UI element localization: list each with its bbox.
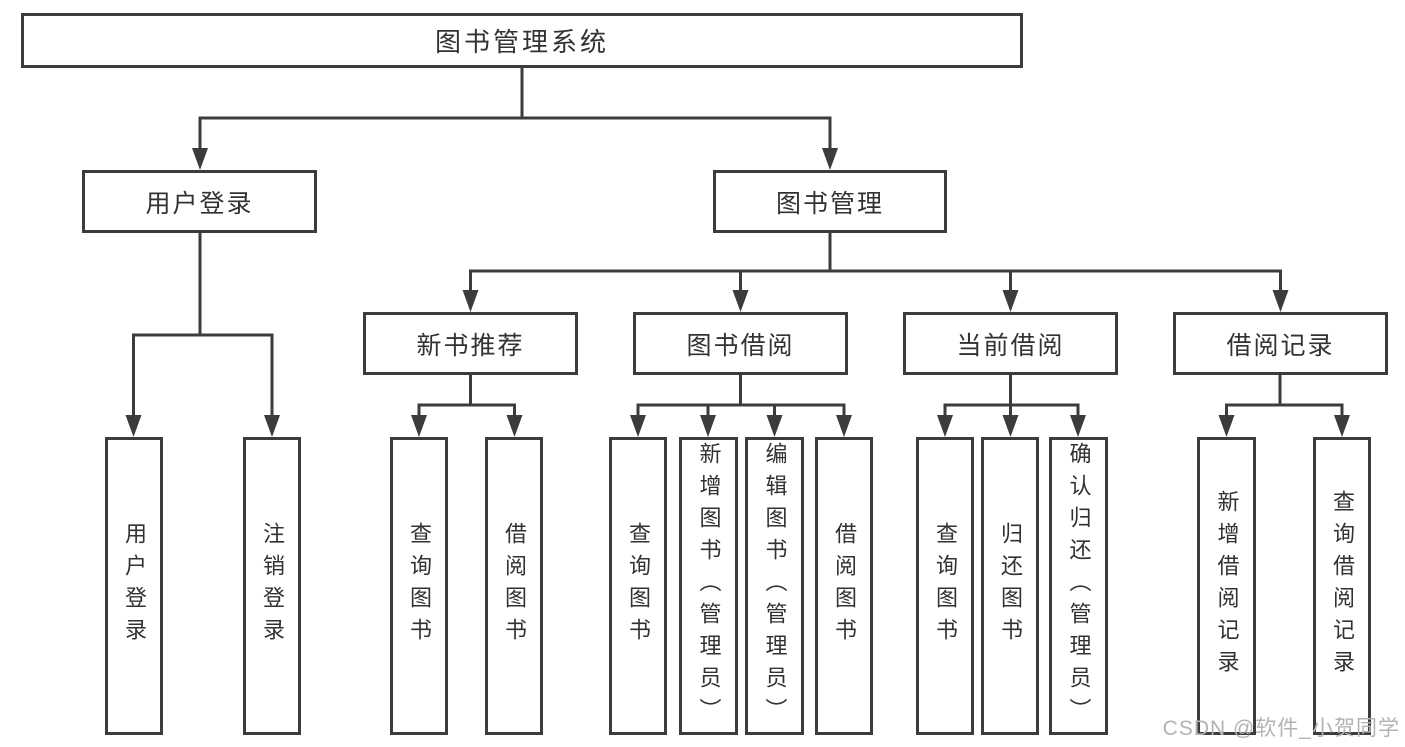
node-label: 查询图书 (933, 522, 958, 650)
node-book-management: 图书管理 (713, 170, 947, 233)
leaf-borrow-books: 借阅图书 (815, 437, 873, 735)
node-label: 当前借阅 (956, 331, 1065, 360)
node-borrowing-records: 借阅记录 (1173, 312, 1388, 375)
node-library-management-system: 图书管理系统 (21, 13, 1023, 68)
node-label: 图书管理 (775, 189, 884, 218)
leaf-edit-books-admin: 编辑图书（管理员） (745, 437, 804, 735)
leaf-query-books-current: 查询图书 (916, 437, 974, 735)
node-label: 借阅图书 (832, 522, 857, 650)
leaf-logout: 注销登录 (243, 437, 301, 735)
leaf-query-books-borrowing: 查询图书 (609, 437, 667, 735)
node-label: 用户登录 (122, 522, 147, 650)
leaf-confirm-return-admin: 确认归还（管理员） (1049, 437, 1108, 735)
node-label: 图书借阅 (686, 331, 795, 360)
leaf-return-books: 归还图书 (981, 437, 1039, 735)
leaf-borrow-books-recommend: 借阅图书 (485, 437, 543, 735)
node-new-book-recommend: 新书推荐 (363, 312, 578, 375)
node-book-borrowing: 图书借阅 (633, 312, 848, 375)
leaf-add-books-admin: 新增图书（管理员） (679, 437, 738, 735)
csdn-watermark: CSDN @软件_小贺同学 (1162, 717, 1400, 740)
node-label: 查询借阅记录 (1330, 490, 1355, 682)
node-label: 编辑图书（管理员） (762, 442, 788, 730)
node-label: 归还图书 (998, 522, 1023, 650)
node-label: 用户登录 (145, 189, 254, 218)
leaf-user-login: 用户登录 (105, 437, 163, 735)
node-label: 图书管理系统 (434, 27, 609, 57)
node-current-borrowing: 当前借阅 (903, 312, 1118, 375)
node-label: 查询图书 (407, 522, 432, 650)
node-label: 借阅记录 (1226, 331, 1335, 360)
node-label: 借阅图书 (502, 522, 527, 650)
node-label: 新增图书（管理员） (696, 442, 722, 730)
leaf-query-books-recommend: 查询图书 (390, 437, 448, 735)
node-label: 新增借阅记录 (1214, 490, 1240, 682)
node-label: 确认归还（管理员） (1066, 442, 1092, 730)
node-label: 新书推荐 (416, 331, 525, 360)
node-user-login: 用户登录 (82, 170, 317, 233)
node-label: 注销登录 (260, 522, 285, 650)
leaf-query-borrow-record: 查询借阅记录 (1313, 437, 1371, 735)
node-label: 查询图书 (626, 522, 651, 650)
leaf-add-borrow-record: 新增借阅记录 (1197, 437, 1256, 735)
